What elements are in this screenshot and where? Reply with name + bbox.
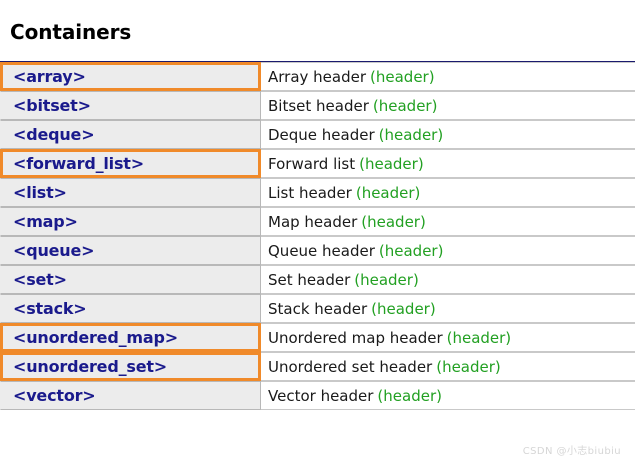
table-row: <deque> Deque header(header) xyxy=(0,120,635,150)
header-name-cell[interactable]: <bitset> xyxy=(0,91,261,121)
watermark: CSDN @小志biubiu xyxy=(522,445,621,457)
header-category-link[interactable]: (header) xyxy=(355,184,421,203)
header-description-text: Map header xyxy=(268,213,358,232)
header-name-link[interactable]: <list> xyxy=(13,183,67,203)
header-description-cell: Vector header(header) xyxy=(261,381,635,411)
table-row: <array> Array header(header) xyxy=(0,62,635,92)
table-row: <unordered_set> Unordered set header(head… xyxy=(0,352,635,382)
header-description-cell: Stack header(header) xyxy=(261,294,635,324)
header-name-link[interactable]: <unordered_map> xyxy=(13,328,178,348)
header-description-cell: Forward list(header) xyxy=(261,149,635,179)
header-description-text: Set header xyxy=(268,271,351,290)
header-name-cell[interactable]: <vector> xyxy=(0,381,261,411)
header-name-link[interactable]: <deque> xyxy=(13,125,95,145)
header-name-link[interactable]: <stack> xyxy=(13,299,87,319)
header-name-link[interactable]: <set> xyxy=(13,270,67,290)
header-description-text: List header xyxy=(268,184,352,203)
table-row: <unordered_map> Unordered map header(head… xyxy=(0,323,635,353)
header-description-cell: Queue header(header) xyxy=(261,236,635,266)
header-name-link[interactable]: <forward_list> xyxy=(13,154,144,174)
table-row: <forward_list> Forward list(header) xyxy=(0,149,635,179)
header-description-text: Array header xyxy=(268,68,367,87)
header-name-cell[interactable]: <set> xyxy=(0,265,261,295)
header-description-cell: Bitset header(header) xyxy=(261,91,635,121)
header-name-link[interactable]: <vector> xyxy=(13,386,96,406)
header-description-text: Deque header xyxy=(268,126,375,145)
header-name-cell[interactable]: <stack> xyxy=(0,294,261,324)
header-description-cell: Array header(header) xyxy=(261,62,635,92)
table-row: <vector> Vector header(header) xyxy=(0,381,635,411)
header-description-text: Unordered set header xyxy=(268,358,433,377)
table-row: <list> List header(header) xyxy=(0,178,635,208)
header-category-link[interactable]: (header) xyxy=(378,126,444,145)
header-name-cell[interactable]: <forward_list> xyxy=(0,149,261,179)
table-row: <bitset> Bitset header(header) xyxy=(0,91,635,121)
header-category-link[interactable]: (header) xyxy=(378,242,444,261)
table-row: <queue> Queue header(header) xyxy=(0,236,635,266)
header-name-cell[interactable]: <map> xyxy=(0,207,261,237)
header-description-text: Stack header xyxy=(268,300,368,319)
header-category-link[interactable]: (header) xyxy=(436,358,501,377)
header-name-link[interactable]: <bitset> xyxy=(13,96,91,116)
header-name-link[interactable]: <array> xyxy=(13,67,86,87)
header-name-cell[interactable]: <queue> xyxy=(0,236,261,266)
header-description-text: Bitset header xyxy=(268,97,369,116)
header-category-link[interactable]: (header) xyxy=(377,387,442,406)
headers-table: <array>Array header(header)<bitset>Bitse… xyxy=(0,62,635,411)
header-category-link[interactable]: (header) xyxy=(446,329,512,348)
header-name-cell[interactable]: <list> xyxy=(0,178,261,208)
table-row: <map> Map header(header) xyxy=(0,207,635,237)
header-name-cell[interactable]: <deque> xyxy=(0,120,261,150)
header-description-cell: Map header(header) xyxy=(261,207,635,237)
header-category-link[interactable]: (header) xyxy=(370,68,435,87)
page-title: Containers xyxy=(10,19,132,44)
header-description-text: Queue header xyxy=(268,242,375,261)
header-description-cell: Deque header(header) xyxy=(261,120,635,150)
header-description-text: Forward list xyxy=(268,155,356,174)
header-category-link[interactable]: (header) xyxy=(361,213,426,232)
header-description-text: Unordered map header xyxy=(268,329,443,348)
header-category-link[interactable]: (header) xyxy=(372,97,438,116)
header-name-cell[interactable]: <unordered_set> xyxy=(0,352,261,382)
table-row: <set> Set header(header) xyxy=(0,265,635,295)
header-description-cell: Unordered map header(header) xyxy=(261,323,635,353)
header-category-link[interactable]: (header) xyxy=(359,155,424,174)
heading-divider xyxy=(0,61,635,63)
headers-table-body: <array>Array header(header)<bitset>Bitse… xyxy=(0,62,635,411)
header-description-cell: Unordered set header(header) xyxy=(261,352,635,382)
header-description-cell: Set header(header) xyxy=(261,265,635,295)
header-description-cell: List header(header) xyxy=(261,178,635,208)
table-row: <stack> Stack header(header) xyxy=(0,294,635,324)
header-name-cell[interactable]: <array> xyxy=(0,62,261,92)
header-description-text: Vector header xyxy=(268,387,374,406)
header-name-link[interactable]: <queue> xyxy=(13,241,95,261)
header-name-cell[interactable]: <unordered_map> xyxy=(0,323,261,353)
header-category-link[interactable]: (header) xyxy=(354,271,419,290)
reference-page: Containers <array>Array header(header)<b… xyxy=(0,17,635,467)
header-name-link[interactable]: <unordered_set> xyxy=(13,357,168,377)
header-category-link[interactable]: (header) xyxy=(371,300,436,319)
header-name-link[interactable]: <map> xyxy=(13,212,78,232)
